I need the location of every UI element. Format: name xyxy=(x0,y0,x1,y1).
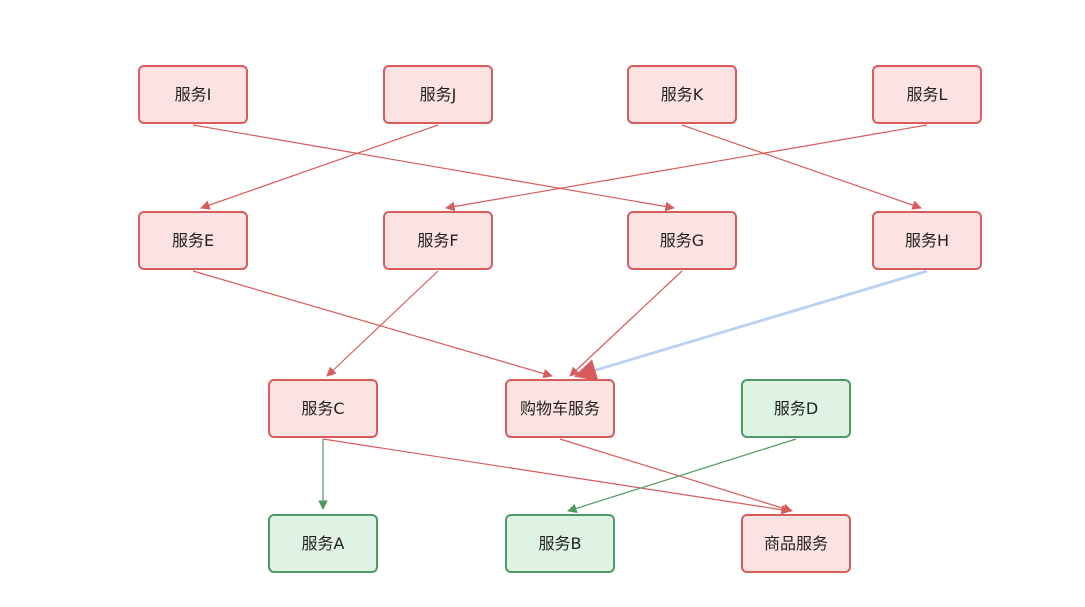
service-node-j: 服务J xyxy=(383,65,493,124)
service-node-g: 服务G xyxy=(627,211,737,270)
dependency-edge-cart-to-goods xyxy=(559,438,793,514)
service-node-e: 服务E xyxy=(138,211,248,270)
service-node-label: 购物车服务 xyxy=(520,399,600,418)
service-node-i: 服务I xyxy=(138,65,248,124)
edge-layer xyxy=(192,124,928,515)
dependency-edge-g-to-cart xyxy=(569,270,683,377)
dependency-edge-h-to-cart xyxy=(573,269,928,381)
service-node-box xyxy=(138,65,248,124)
dependency-edge-i-to-g xyxy=(192,124,675,212)
service-node-box xyxy=(741,379,851,438)
service-node-a: 服务A xyxy=(268,514,378,573)
service-node-cart: 购物车服务 xyxy=(505,379,615,438)
service-node-c: 服务C xyxy=(268,379,378,438)
service-node-label: 服务D xyxy=(774,399,818,418)
service-node-k: 服务K xyxy=(627,65,737,124)
service-node-box xyxy=(627,211,737,270)
dependency-edge-c-to-goods xyxy=(322,438,791,515)
service-node-box xyxy=(268,379,378,438)
service-node-label: 服务J xyxy=(420,85,457,104)
service-node-box xyxy=(741,514,851,573)
service-node-box xyxy=(627,65,737,124)
service-node-goods: 商品服务 xyxy=(741,514,851,573)
service-node-box xyxy=(872,211,982,270)
service-node-l: 服务L xyxy=(872,65,982,124)
dependency-edge-f-to-c xyxy=(326,270,439,377)
service-node-d: 服务D xyxy=(741,379,851,438)
service-node-label: 服务H xyxy=(905,231,949,250)
service-node-box xyxy=(268,514,378,573)
service-node-box xyxy=(138,211,248,270)
dependency-edge-l-to-f xyxy=(445,124,928,212)
service-node-box xyxy=(505,379,615,438)
service-node-label: 服务G xyxy=(660,231,704,250)
service-node-label: 服务A xyxy=(302,534,345,553)
service-node-label: 服务F xyxy=(417,231,458,250)
service-node-box xyxy=(383,211,493,270)
service-node-box xyxy=(383,65,493,124)
service-node-label: 服务E xyxy=(172,231,214,250)
dependency-edge-k-to-h xyxy=(681,124,922,210)
service-node-box xyxy=(872,65,982,124)
service-node-label: 服务B xyxy=(539,534,582,553)
service-node-label: 服务L xyxy=(907,85,948,104)
dependency-edge-d-to-b xyxy=(567,438,797,513)
service-node-label: 服务K xyxy=(661,85,704,104)
node-layer: 服务I 服务J 服务K 服务L 服务E 服务F 服务G 服务H 服务C 购物车服务 服务D 服务A 服务… xyxy=(138,65,982,573)
dependency-edge-e-to-cart xyxy=(192,270,553,379)
service-node-h: 服务H xyxy=(872,211,982,270)
dependency-edge-j-to-e xyxy=(200,124,439,210)
service-node-label: 服务I xyxy=(175,85,212,104)
service-node-box xyxy=(505,514,615,573)
service-node-f: 服务F xyxy=(383,211,493,270)
service-node-label: 服务C xyxy=(301,399,344,418)
service-node-label: 商品服务 xyxy=(764,534,828,553)
service-node-b: 服务B xyxy=(505,514,615,573)
